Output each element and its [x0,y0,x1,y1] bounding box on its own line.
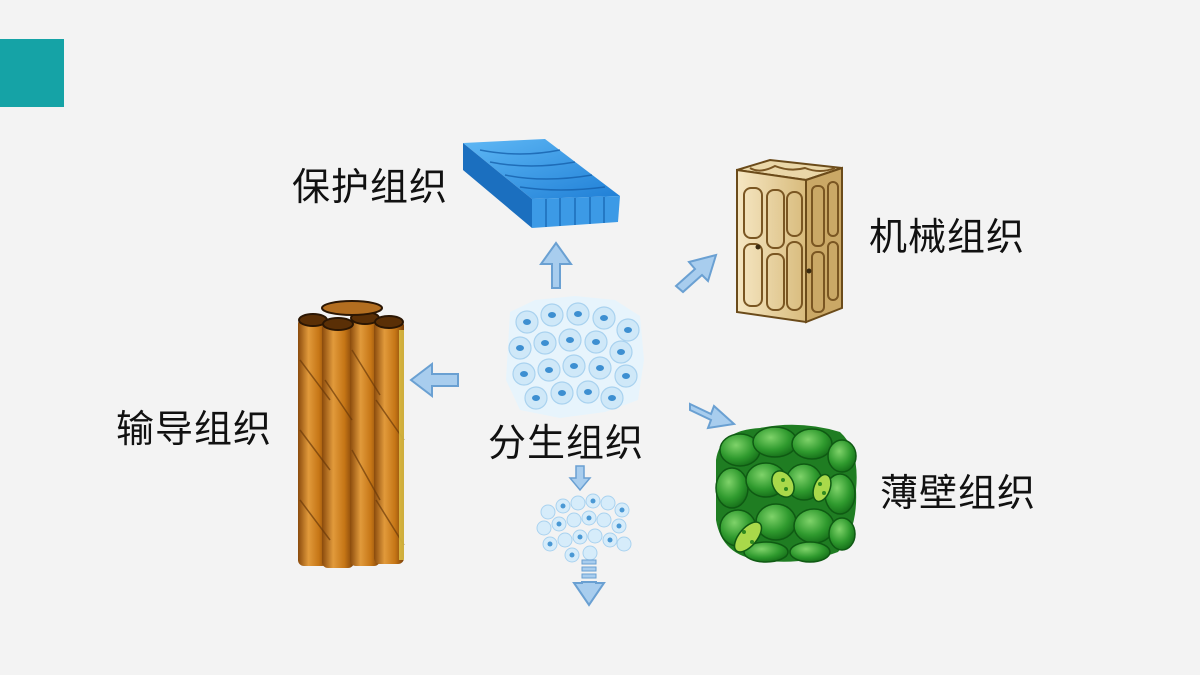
label-mechanical: 机械组织 [869,215,1026,259]
label-meristem: 分生组织 [488,421,645,465]
arrow-down-bottom [572,559,606,607]
mechanical-tissue-image [736,158,843,324]
arrow-to-small-cluster [568,465,592,492]
meristem-tissue-image [506,296,644,418]
arrow-to-protective [539,241,573,289]
conductive-tissue-image [298,300,405,568]
accent-block [0,39,64,107]
label-parenchyma: 薄壁组织 [880,471,1037,515]
protective-tissue-image [463,139,620,228]
parenchyma-tissue-image [715,424,857,563]
label-protective: 保护组织 [292,165,449,209]
label-conductive: 输导组织 [116,407,273,451]
meristem-small-cluster-image [536,493,632,563]
arrow-to-conductive [409,361,459,399]
arrow-to-parenchyma [689,402,737,430]
arrow-to-mechanical [674,253,718,294]
